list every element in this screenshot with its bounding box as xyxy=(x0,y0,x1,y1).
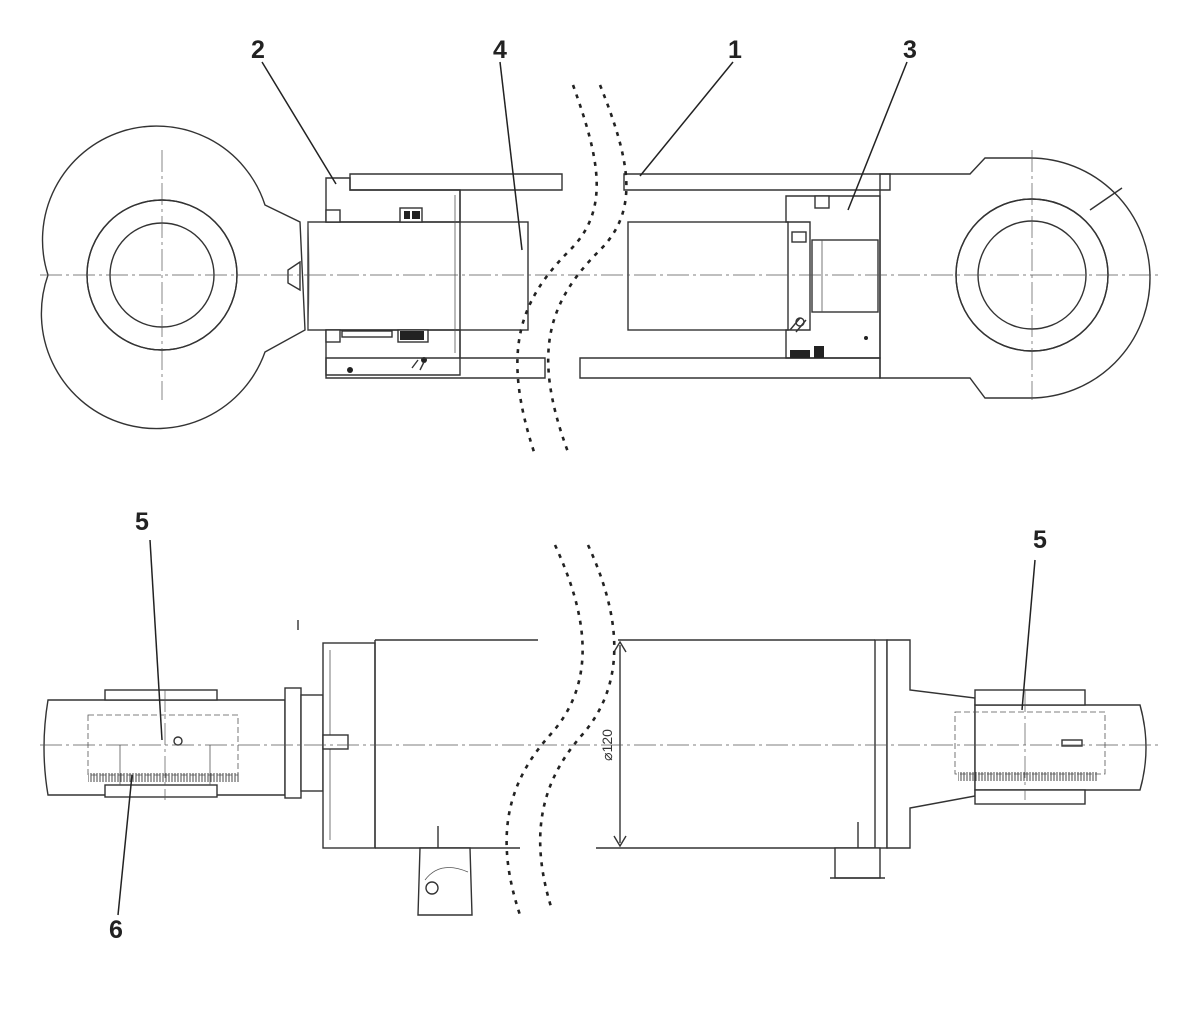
top-leaders xyxy=(261,61,908,251)
break-line-top-right xyxy=(546,84,628,453)
break-line-top-left xyxy=(516,84,598,456)
bottom-leaders xyxy=(117,539,1036,916)
piston-rod xyxy=(307,221,789,331)
right-eye-side xyxy=(954,689,1147,805)
diameter-dimension: ⌀120 xyxy=(599,729,615,761)
barrel-side xyxy=(374,639,976,849)
callout-3: 3 xyxy=(903,36,917,64)
piston xyxy=(785,195,881,359)
callout-2: 2 xyxy=(251,36,265,64)
callout-6: 6 xyxy=(109,916,123,944)
callout-5-left: 5 xyxy=(135,508,149,536)
section-view xyxy=(40,84,1158,456)
callout-1: 1 xyxy=(728,36,742,64)
break-line-bottom-right xyxy=(538,544,616,911)
port-right xyxy=(830,822,885,879)
rod-gland-side xyxy=(284,642,376,849)
cylinder-head xyxy=(325,177,461,376)
port-left xyxy=(417,826,473,916)
left-rod-eye-side xyxy=(43,689,286,798)
right-cylinder-eye xyxy=(879,157,1151,399)
break-line-bottom-left xyxy=(505,544,584,916)
left-rod-eye xyxy=(40,125,306,430)
callout-4: 4 xyxy=(493,36,507,64)
callout-5-right: 5 xyxy=(1033,526,1047,554)
external-view xyxy=(40,544,1160,916)
